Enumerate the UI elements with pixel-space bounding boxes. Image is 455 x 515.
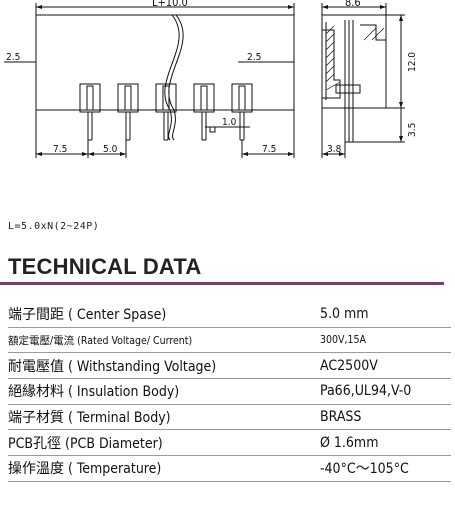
dim-pin-square: 1.0 xyxy=(222,117,237,128)
dimension-arrows xyxy=(36,5,403,156)
spec-value: Pa66,UL94,V-0 xyxy=(317,378,451,405)
spec-label: 端子材質 ( Terminal Body) xyxy=(8,404,317,431)
dimension-labels: L+10.0 8.6 2.5 2.5 1.0 7.5 5.0 7.5 3.8 1… xyxy=(6,0,418,155)
spec-value: BRASS xyxy=(317,404,451,431)
spec-value: Ø 1.6mm xyxy=(317,429,451,457)
dim-pitch: 5.0 xyxy=(103,144,118,155)
spec-row: 操作溫度 ( Temperature) -40°C～105°C xyxy=(8,455,451,482)
spec-label: 端子間距 ( Center Spase) xyxy=(8,302,317,328)
pin-cavity-4 xyxy=(193,83,215,141)
dim-width: 8.6 xyxy=(345,0,361,9)
spec-value: 5.0 mm xyxy=(317,302,451,328)
spec-value: 300V,15A xyxy=(317,327,451,354)
section-heading: TECHNICAL DATA xyxy=(8,254,202,279)
length-formula: L=5.0xN(2~24P) xyxy=(8,221,100,232)
dim-height: 12.0 xyxy=(407,52,418,72)
side-hatching xyxy=(325,25,385,91)
front-view xyxy=(4,3,295,158)
spec-row: 端子材質 ( Terminal Body) BRASS xyxy=(8,404,451,431)
dim-left-offset: 2.5 xyxy=(6,52,20,63)
pin-cavity-2 xyxy=(117,83,139,141)
spec-label: 操作溫度 ( Temperature) xyxy=(8,455,317,482)
technical-drawing: L+10.0 8.6 2.5 2.5 1.0 7.5 5.0 7.5 3.8 1… xyxy=(4,0,418,158)
dim-side-width: 3.8 xyxy=(327,144,342,155)
pin-cavity-5 xyxy=(231,83,253,141)
pin-cavity-1 xyxy=(79,83,101,141)
spec-row: 耐電壓值 ( Withstanding Voltage) AC2500V xyxy=(8,352,451,380)
dim-length: L+10.0 xyxy=(152,0,188,9)
spec-row: 端子間距 ( Center Spase) 5.0 mm xyxy=(8,302,451,328)
spec-row: PCB孔徑 (PCB Diameter) Ø 1.6mm xyxy=(8,429,451,457)
spec-value: AC2500V xyxy=(317,352,451,380)
dim-right-offset: 2.5 xyxy=(247,52,261,63)
dim-bottom-left: 7.5 xyxy=(53,144,67,155)
spec-row: 額定電壓/電流 (Rated Voltage/ Current) 300V,15… xyxy=(8,327,451,354)
spec-row: 絕緣材料 ( Insulation Body) Pa66,UL94,V-0 xyxy=(8,378,451,405)
spec-label: 額定電壓/電流 (Rated Voltage/ Current) xyxy=(8,327,317,354)
spec-label: PCB孔徑 (PCB Diameter) xyxy=(8,429,317,457)
spec-table: 端子間距 ( Center Spase) 5.0 mm 額定電壓/電流 (Rat… xyxy=(8,302,451,482)
spec-label: 絕緣材料 ( Insulation Body) xyxy=(8,378,317,405)
side-view xyxy=(321,3,405,158)
side-body-outline xyxy=(321,14,387,109)
dim-bottom-right: 7.5 xyxy=(262,144,276,155)
heading-divider xyxy=(0,282,444,285)
break-line xyxy=(164,14,180,141)
dim-pin-length: 3.5 xyxy=(407,123,418,137)
pin-cavity-3 xyxy=(155,83,177,141)
spec-label: 耐電壓值 ( Withstanding Voltage) xyxy=(8,352,317,380)
spec-value: -40°C～105°C xyxy=(317,455,451,482)
